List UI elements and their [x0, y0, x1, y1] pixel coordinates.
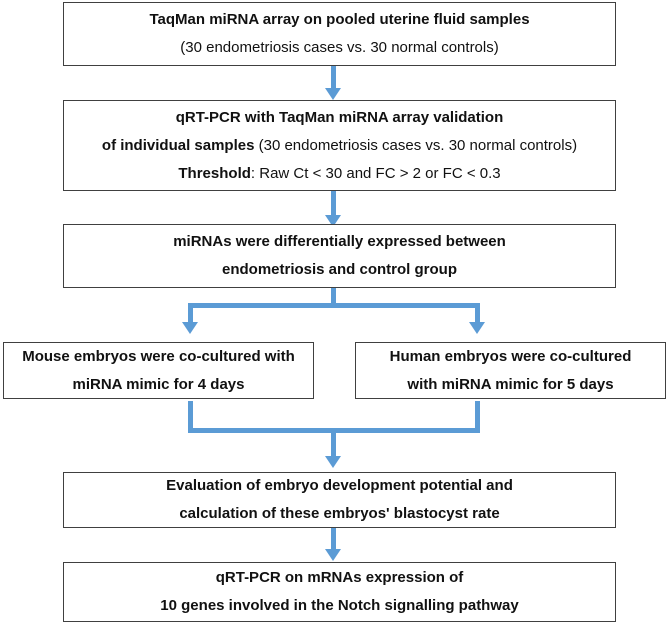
- step1-title: TaqMan miRNA array on pooled uterine flu…: [149, 11, 530, 28]
- flow-box-differential-mirnas: miRNAs were differentially expressed bet…: [63, 224, 616, 288]
- step2-line3-bold: Threshold: [178, 164, 251, 182]
- branch-left-line1: Mouse embryos were co-cultured with: [22, 347, 295, 365]
- step3-line2: endometriosis and control group: [221, 261, 457, 278]
- flow-box-mouse-embryos: Mouse embryos were co-cultured with miRN…: [3, 342, 314, 399]
- flow-box-human-embryos: Human embryos were co-cultured with miRN…: [355, 342, 666, 399]
- step2-line2: of individual samples (30 endometriosis …: [102, 132, 577, 160]
- step6-line2: 10 genes involved in the Notch signallin…: [160, 597, 519, 614]
- merge-stem-line: [331, 433, 336, 457]
- branch-right-line2: with miRNA mimic for 5 days: [407, 375, 614, 393]
- connector-line-3: [331, 528, 336, 550]
- split-right-drop-line: [475, 303, 480, 323]
- step2-line2-rest: (30 endometriosis cases vs. 30 normal co…: [254, 136, 578, 154]
- split-crossbar-line: [188, 303, 480, 308]
- arrow-down-icon-merge: [325, 456, 341, 468]
- step5-line1: Evaluation of embryo development potenti…: [166, 477, 513, 494]
- flow-box-embryo-evaluation: Evaluation of embryo development potenti…: [63, 472, 616, 528]
- step5-line2: calculation of these embryos' blastocyst…: [179, 505, 500, 522]
- arrow-down-icon-3: [325, 549, 341, 561]
- arrow-down-icon-right-branch: [469, 322, 485, 334]
- flow-box-qrtpcr-validation: qRT-PCR with TaqMan miRNA array validati…: [63, 100, 616, 191]
- arrow-down-icon-1: [325, 88, 341, 100]
- connector-line-1: [331, 66, 336, 89]
- merge-crossbar-line: [188, 428, 480, 433]
- merge-left-line: [188, 401, 193, 433]
- step1-subtitle: (30 endometriosis cases vs. 30 normal co…: [180, 39, 499, 56]
- arrow-down-icon-left-branch: [182, 322, 198, 334]
- step2-line2-bold: of individual samples: [101, 136, 255, 154]
- flow-box-notch-qrtpcr: qRT-PCR on mRNAs expression of 10 genes …: [63, 562, 616, 622]
- branch-right-line1: Human embryos were co-cultured: [389, 347, 632, 365]
- split-left-drop-line: [188, 303, 193, 323]
- flow-box-taqman-array: TaqMan miRNA array on pooled uterine flu…: [63, 2, 616, 66]
- step3-line1: miRNAs were differentially expressed bet…: [173, 233, 506, 250]
- step6-line1: qRT-PCR on mRNAs expression of: [215, 569, 464, 586]
- step2-line3-rest: : Raw Ct < 30 and FC > 2 or FC < 0.3: [250, 164, 501, 182]
- step2-line3: Threshold: Raw Ct < 30 and FC > 2 or FC …: [178, 160, 500, 188]
- merge-right-line: [475, 401, 480, 433]
- split-stem-line: [331, 288, 336, 308]
- step2-line1: qRT-PCR with TaqMan miRNA array validati…: [175, 108, 504, 126]
- connector-line-2: [331, 191, 336, 216]
- branch-left-line2: miRNA mimic for 4 days: [72, 375, 245, 393]
